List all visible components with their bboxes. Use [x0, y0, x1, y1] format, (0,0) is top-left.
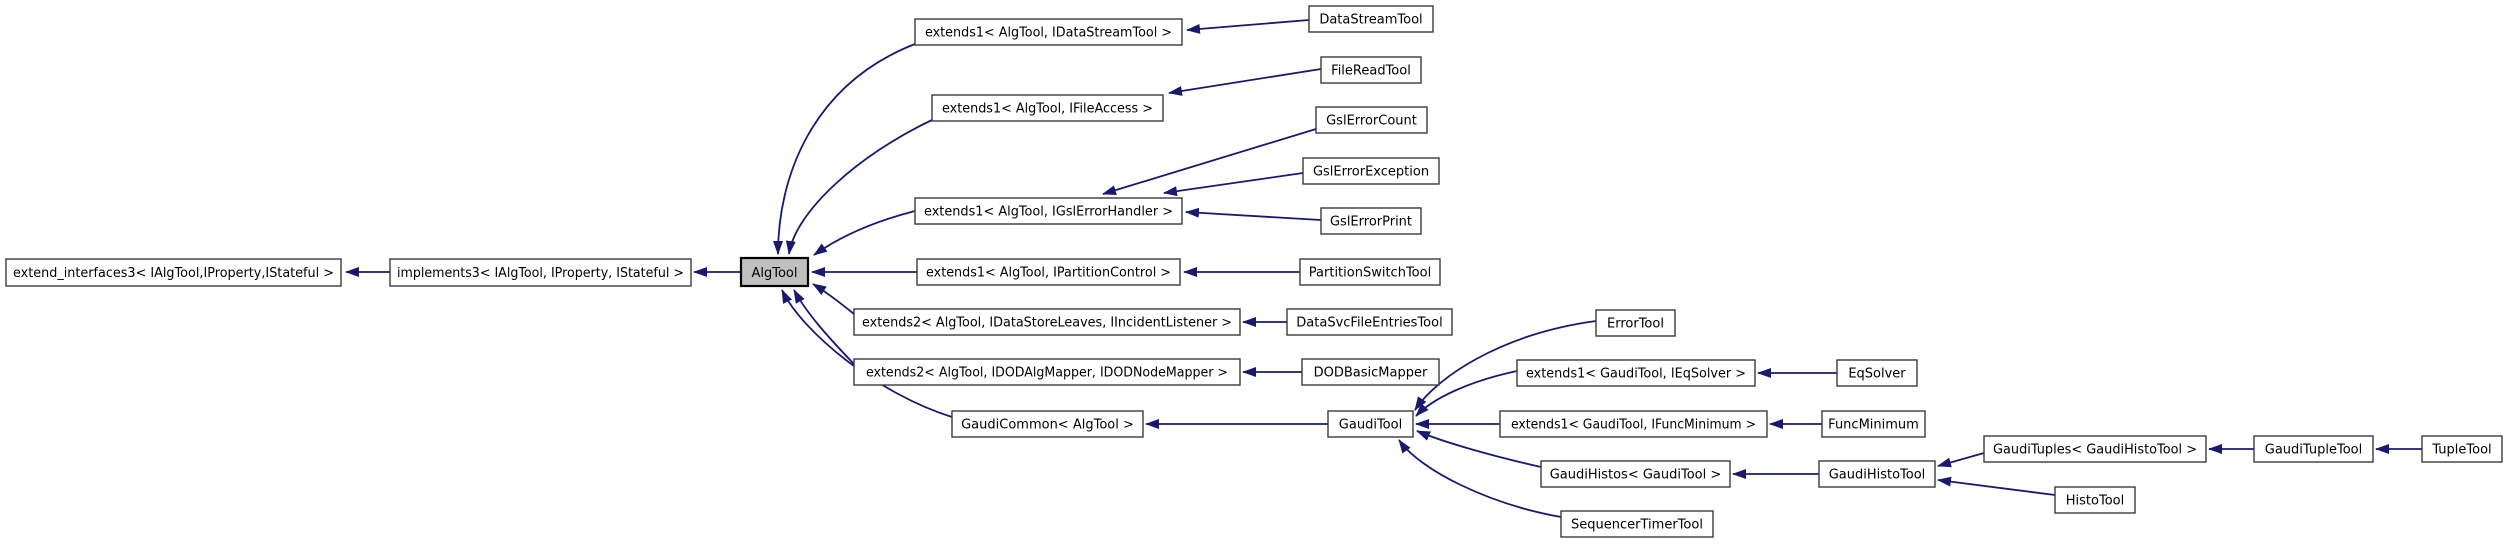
edges: [345, 19, 2422, 518]
node-filereadtool[interactable]: FileReadTool: [1320, 56, 1422, 84]
edge-gaudihistos-to-gauditool: [1416, 430, 1542, 468]
node-gaudituples[interactable]: GaudiTuples< GaudiHistoTool >: [1983, 435, 2207, 463]
node-label-gaudicommon: GaudiCommon< AlgTool >: [961, 418, 1134, 433]
node-label-extends1-idatastreamtool: extends1< AlgTool, IDataStreamTool >: [925, 26, 1172, 41]
edge-ext2_datastore-to-algtool: [812, 283, 855, 315]
node-label-eqsolver: EqSolver: [1848, 367, 1906, 382]
node-extends1-ipartitioncontrol[interactable]: extends1< AlgTool, IPartitionControl >: [916, 258, 1181, 286]
node-implements3[interactable]: implements3< IAlgTool, IProperty, IState…: [389, 258, 692, 287]
node-label-extend-interfaces3: extend_interfaces3< IAlgTool,IProperty,I…: [13, 266, 334, 281]
node-label-extends2-idatastoreleaves: extends2< AlgTool, IDataStoreLeaves, IIn…: [862, 316, 1232, 331]
edge-filereadtool-to-ext1_fileaccess: [1168, 68, 1322, 96]
node-extends1-igslerrorhandler[interactable]: extends1< AlgTool, IGslErrorHandler >: [914, 197, 1183, 225]
node-extends1-ifileaccess[interactable]: extends1< AlgTool, IFileAccess >: [931, 94, 1164, 122]
node-label-gauditool: GaudiTool: [1339, 418, 1402, 433]
node-partitionswitchtool[interactable]: PartitionSwitchTool: [1299, 258, 1441, 286]
node-label-extends2-idodalgmapper: extends2< AlgTool, IDODAlgMapper, IDODNo…: [866, 366, 1228, 381]
edge-ext1_eqsolver-to-gauditool: [1415, 370, 1518, 417]
node-gaudicommon[interactable]: GaudiCommon< AlgTool >: [951, 410, 1144, 438]
edge-ext1_fileaccess-to-algtool: [785, 119, 933, 255]
node-extends2-idatastoreleaves[interactable]: extends2< AlgTool, IDataStoreLeaves, IIn…: [853, 308, 1241, 336]
edge-ext1_datastream-to-algtool: [773, 43, 916, 255]
node-sequencertimertool[interactable]: SequencerTimerTool: [1560, 510, 1714, 538]
node-label-filereadtool: FileReadTool: [1331, 64, 1411, 79]
node-funcminimum[interactable]: FuncMinimum: [1821, 410, 1926, 438]
node-errortool[interactable]: ErrorTool: [1595, 309, 1676, 337]
node-label-extends1-ifuncminimum: extends1< GaudiTool, IFuncMinimum >: [1511, 418, 1756, 433]
node-datasvcfileentriestool[interactable]: DataSvcFileEntriesTool: [1286, 308, 1453, 336]
node-tupletool[interactable]: TupleTool: [2421, 435, 2503, 463]
node-label-extends1-ifileaccess: extends1< AlgTool, IFileAccess >: [942, 102, 1153, 117]
node-dodbasicmapper[interactable]: DODBasicMapper: [1301, 358, 1440, 386]
node-extends1-ifuncminimum[interactable]: extends1< GaudiTool, IFuncMinimum >: [1499, 410, 1768, 438]
node-eqsolver[interactable]: EqSolver: [1836, 359, 1918, 387]
node-extend-interfaces3[interactable]: extend_interfaces3< IAlgTool,IProperty,I…: [5, 258, 342, 287]
node-label-sequencertimertool: SequencerTimerTool: [1571, 518, 1703, 533]
node-label-implements3: implements3< IAlgTool, IProperty, IState…: [397, 266, 684, 281]
node-gauditool[interactable]: GaudiTool: [1327, 410, 1414, 438]
node-gslerrorcount[interactable]: GslErrorCount: [1315, 106, 1428, 134]
edge-histotool-to-gaudihistotool: [1937, 476, 2056, 496]
node-label-extends1-ieqsolver: extends1< GaudiTool, IEqSolver >: [1526, 367, 1746, 382]
node-label-errortool: ErrorTool: [1607, 317, 1664, 332]
node-extends1-idatastreamtool[interactable]: extends1< AlgTool, IDataStreamTool >: [914, 18, 1183, 46]
node-gaudituppletool[interactable]: GaudiTupleTool: [2253, 435, 2374, 463]
node-label-gaudituples: GaudiTuples< GaudiHistoTool >: [1993, 443, 2197, 458]
edge-gaudituples-to-gaudihistotool: [1937, 452, 1985, 468]
node-label-extends1-ipartitioncontrol: extends1< AlgTool, IPartitionControl >: [926, 266, 1171, 281]
node-label-datastreamtool: DataStreamTool: [1319, 13, 1422, 28]
edge-datastreamtool-to-ext1_datastream: [1186, 19, 1310, 34]
node-label-tupletool: TupleTool: [2431, 443, 2491, 458]
node-label-gaudihistotool: GaudiHistoTool: [1829, 468, 1926, 483]
node-label-datasvcfileentriestool: DataSvcFileEntriesTool: [1296, 316, 1442, 331]
edge-gslerrorprint-to-ext1_gslerror: [1185, 207, 1322, 221]
node-label-gaudihistos: GaudiHistos< GaudiTool >: [1550, 468, 1722, 483]
edge-ext2_dod-to-algtool: [793, 289, 855, 365]
node-gaudihistotool[interactable]: GaudiHistoTool: [1818, 460, 1936, 488]
node-datastreamtool[interactable]: DataStreamTool: [1308, 5, 1434, 33]
node-label-dodbasicmapper: DODBasicMapper: [1314, 366, 1428, 381]
node-label-histotool: HistoTool: [2066, 494, 2124, 509]
node-gaudihistos[interactable]: GaudiHistos< GaudiTool >: [1540, 460, 1731, 488]
edge-errortool-to-gauditool: [1414, 320, 1597, 411]
edge-gaudicommon-to-algtool: [781, 289, 953, 418]
node-algtool: AlgTool: [739, 256, 810, 288]
node-extends2-idodalgmapper[interactable]: extends2< AlgTool, IDODAlgMapper, IDODNo…: [853, 358, 1241, 386]
node-label-funcminimum: FuncMinimum: [1828, 418, 1919, 433]
edge-ext1_gslerror-to-algtool: [813, 210, 916, 256]
node-label-gslerrorcount: GslErrorCount: [1326, 114, 1417, 129]
node-label-gaudituppletool: GaudiTupleTool: [2265, 443, 2362, 458]
node-label-extends1-igslerrorhandler: extends1< AlgTool, IGslErrorHandler >: [924, 205, 1173, 220]
node-label-gslerrorexception: GslErrorException: [1313, 165, 1429, 180]
edge-gslerrorcount-to-ext1_gslerror: [1102, 128, 1317, 195]
node-label-algtool: AlgTool: [751, 266, 797, 281]
node-label-gslerrorprint: GslErrorPrint: [1330, 215, 1412, 230]
node-label-partitionswitchtool: PartitionSwitchTool: [1309, 266, 1431, 281]
node-gslerrorprint[interactable]: GslErrorPrint: [1320, 207, 1422, 235]
edge-sequencertimertool-to-gauditool: [1398, 439, 1562, 518]
node-histotool[interactable]: HistoTool: [2054, 486, 2136, 514]
node-gslerrorexception[interactable]: GslErrorException: [1302, 157, 1440, 185]
edge-gslerrorexception-to-ext1_gslerror: [1163, 172, 1304, 197]
node-extends1-ieqsolver[interactable]: extends1< GaudiTool, IEqSolver >: [1516, 359, 1756, 387]
